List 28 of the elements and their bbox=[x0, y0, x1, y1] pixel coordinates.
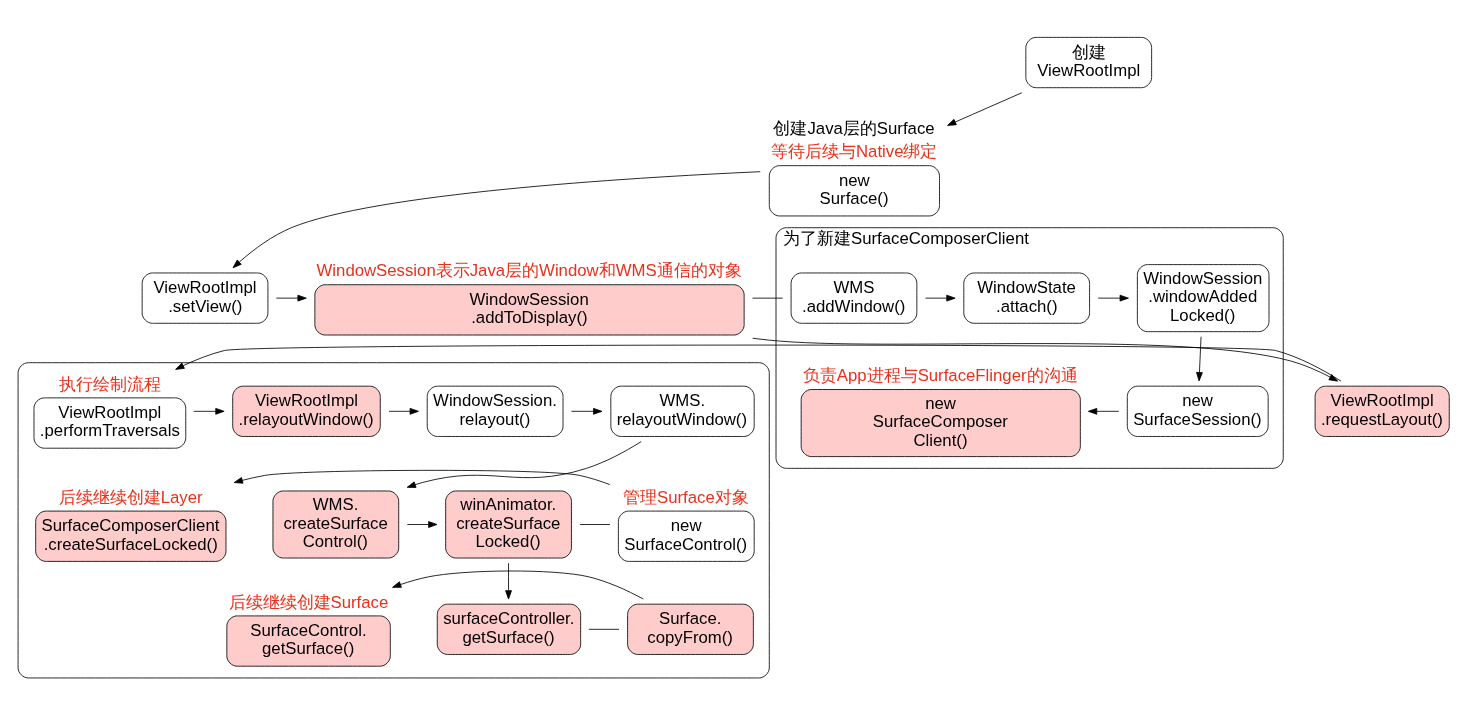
connector bbox=[588, 628, 620, 630]
node-label: 创建Java层的Surface bbox=[773, 118, 935, 138]
node-label: 执行绘制流程 bbox=[58, 374, 161, 394]
arrow bbox=[193, 407, 225, 415]
node-label: 管理Surface对象 bbox=[622, 487, 749, 507]
arrow bbox=[505, 562, 512, 599]
node-label: 等待后续与Native绑定 bbox=[770, 141, 938, 161]
node-label: 后续继续创建Layer bbox=[58, 487, 203, 507]
connector bbox=[752, 297, 784, 299]
arrow bbox=[232, 170, 761, 268]
arrow bbox=[925, 294, 956, 301]
arrow bbox=[406, 520, 438, 528]
connector bbox=[579, 523, 611, 525]
arrow bbox=[947, 91, 1023, 126]
arrow bbox=[275, 294, 307, 301]
arrow bbox=[175, 344, 1342, 381]
arrow bbox=[388, 407, 419, 415]
node-label: 负责App进程与SurfaceFlinger的沟通 bbox=[802, 365, 1078, 385]
arrow bbox=[392, 570, 644, 599]
arrow bbox=[752, 337, 1339, 382]
arrow bbox=[1087, 407, 1120, 415]
node-label: 后续继续创建Surface bbox=[228, 592, 389, 612]
arrow bbox=[1196, 335, 1203, 381]
arrow bbox=[233, 469, 611, 485]
node-label: WindowSession表示Java层的Window和WMS通信的对象 bbox=[316, 260, 742, 280]
arrow bbox=[1097, 294, 1129, 301]
arrow bbox=[406, 440, 642, 488]
arrow bbox=[571, 407, 603, 415]
